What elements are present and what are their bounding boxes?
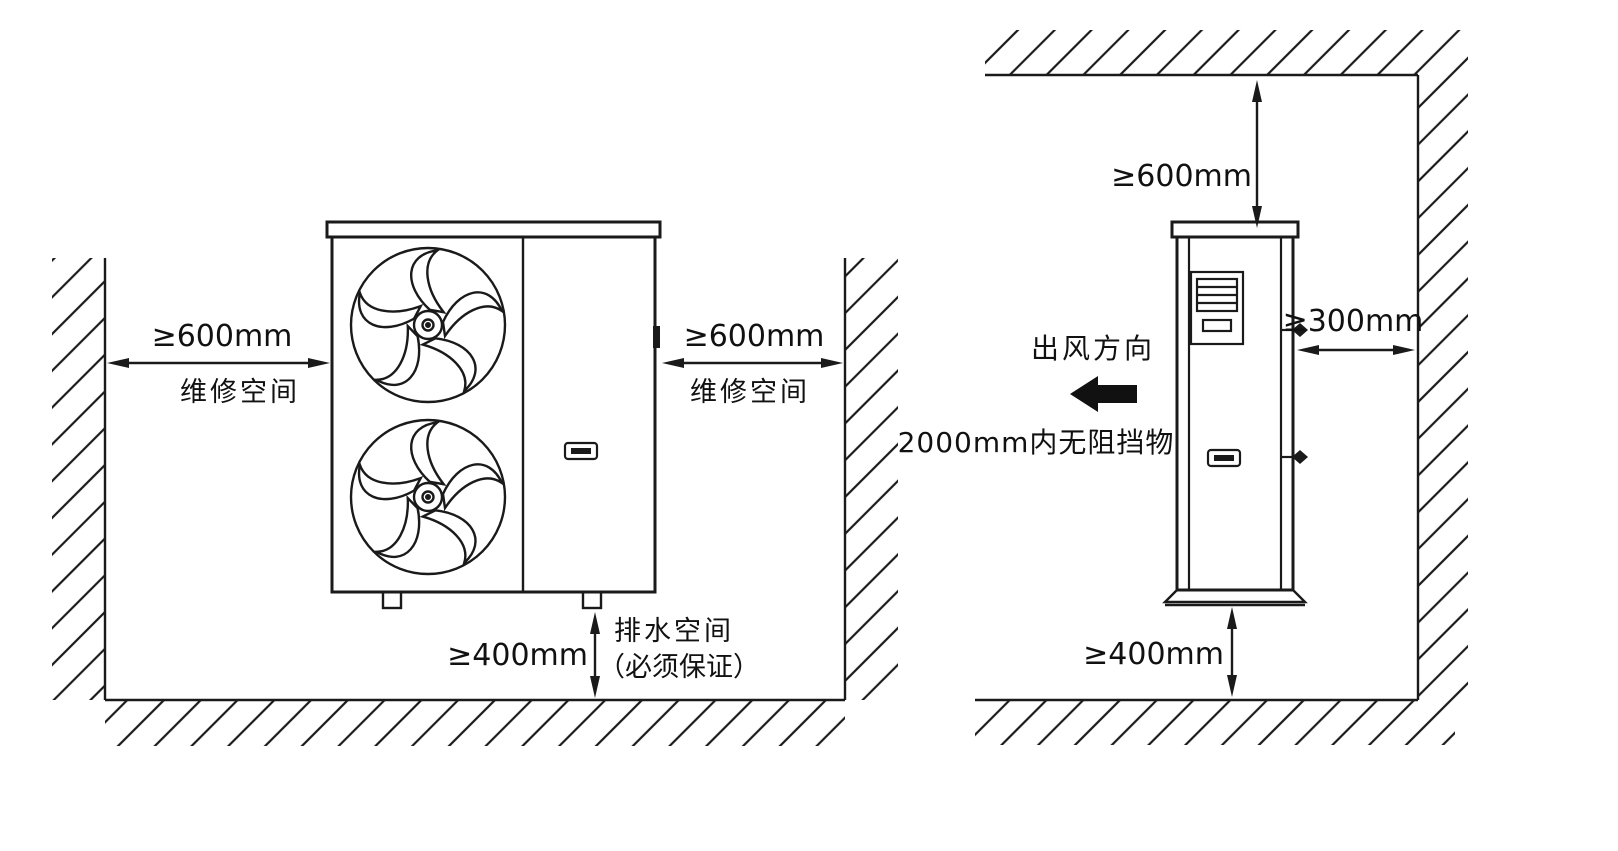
unit-body bbox=[1175, 235, 1295, 592]
diagram-labels: ≥600mm 维修空间 ≥600mm 维修空间 ≥400mm 排水空间 （必须保… bbox=[152, 159, 1424, 683]
side-rear-clearance-dimension: ≥300mm bbox=[1283, 304, 1424, 339]
floor-hatching bbox=[975, 700, 1455, 745]
arrowhead-icon bbox=[1297, 345, 1319, 355]
arrowhead-icon bbox=[821, 358, 843, 368]
unit-body bbox=[330, 235, 657, 594]
arrowhead-icon bbox=[107, 358, 129, 368]
front-view-diagram bbox=[52, 220, 898, 746]
arrowhead-icon bbox=[1227, 607, 1237, 629]
right-wall-hatching bbox=[845, 258, 898, 700]
unit-handle bbox=[563, 441, 599, 461]
airflow-clearance-note: 2000mm内无阻挡物 bbox=[898, 426, 1175, 459]
dimension-arrow-front-right bbox=[662, 358, 843, 368]
dimension-arrow-side-rear bbox=[1297, 345, 1415, 355]
front-left-clearance-label: 维修空间 bbox=[180, 377, 300, 408]
side-view-diagram bbox=[975, 30, 1468, 745]
unit-base bbox=[1162, 588, 1308, 607]
side-view-walls bbox=[975, 30, 1468, 745]
fan-icon bbox=[347, 243, 507, 404]
dimension-arrow-front-bottom bbox=[590, 612, 600, 698]
front-right-clearance-dimension: ≥600mm bbox=[684, 319, 825, 354]
valve-icon bbox=[1281, 450, 1308, 464]
side-connector-icon bbox=[653, 326, 660, 348]
drainage-space-label: 排水空间 bbox=[614, 616, 734, 647]
arrowhead-icon bbox=[1393, 345, 1415, 355]
outdoor-unit-front bbox=[325, 220, 662, 610]
arrowhead-icon bbox=[590, 612, 600, 634]
unit-top-cap bbox=[325, 220, 662, 239]
drainage-space-note: （必须保证） bbox=[598, 652, 760, 683]
outdoor-unit-side bbox=[1162, 220, 1308, 607]
arrowhead-icon bbox=[308, 358, 330, 368]
airflow-arrow-icon bbox=[1070, 376, 1137, 412]
ceiling-hatching bbox=[985, 30, 1468, 75]
side-top-clearance-dimension: ≥600mm bbox=[1111, 159, 1252, 194]
unit-top-cap bbox=[1170, 220, 1300, 239]
rear-wall-hatching bbox=[1418, 75, 1468, 700]
unit-handle bbox=[1206, 448, 1242, 468]
airflow-direction-label: 出风方向 bbox=[1031, 332, 1155, 365]
dimension-arrow-side-bottom bbox=[1227, 607, 1237, 697]
valve-icon bbox=[1281, 323, 1308, 337]
side-bottom-clearance-dimension: ≥400mm bbox=[1083, 637, 1224, 672]
arrowhead-icon bbox=[1227, 675, 1237, 697]
dimension-arrow-side-top bbox=[1252, 80, 1262, 228]
front-bottom-clearance-dimension: ≥400mm bbox=[447, 638, 588, 673]
unit-foot bbox=[581, 590, 603, 610]
front-left-clearance-dimension: ≥600mm bbox=[152, 319, 293, 354]
left-wall-hatching bbox=[52, 258, 105, 700]
front-view-walls bbox=[52, 258, 898, 746]
arrowhead-icon bbox=[590, 676, 600, 698]
fan-icon bbox=[347, 415, 507, 576]
floor-hatching bbox=[105, 700, 845, 746]
arrowhead-icon bbox=[1252, 80, 1262, 102]
arrowhead-icon bbox=[662, 358, 684, 368]
control-panel bbox=[1189, 270, 1245, 346]
unit-foot bbox=[381, 590, 403, 610]
front-right-clearance-label: 维修空间 bbox=[690, 377, 810, 408]
arrowhead-icon bbox=[1252, 206, 1262, 228]
dimension-arrow-front-left bbox=[107, 358, 330, 368]
